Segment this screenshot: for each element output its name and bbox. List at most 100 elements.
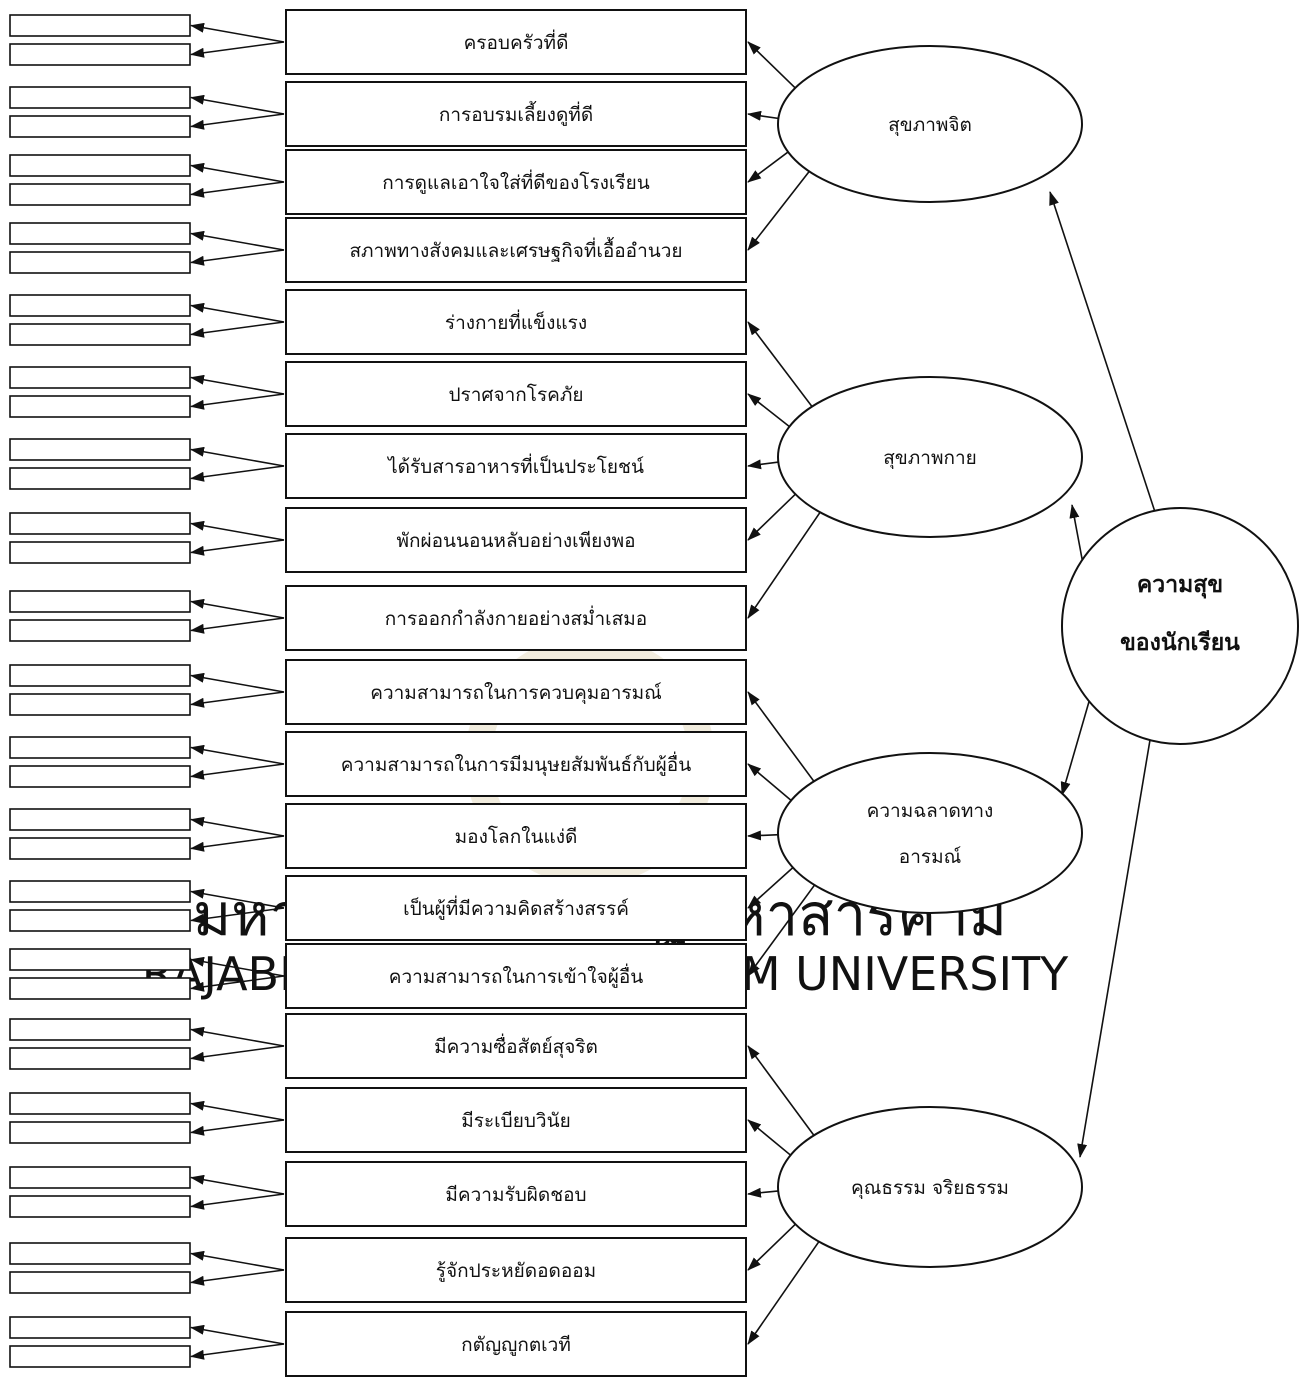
- indicator-box: [285, 659, 747, 725]
- error-box: [9, 14, 191, 37]
- indicator-to-error-arrow: [190, 302, 285, 323]
- diagram-links: [190, 22, 1156, 1360]
- indicator-label: มีความซื่อสัตย์สุจริต: [434, 1033, 598, 1059]
- indicator-label: เป็นผู้ที่มีความคิดสร้างสรรค์: [403, 895, 629, 920]
- error-box: [9, 590, 191, 613]
- indicator-label: ครอบครัวที่ดี: [464, 29, 569, 54]
- indicator-to-error-arrow: [190, 465, 285, 482]
- indicator-to-error-arrow: [190, 22, 285, 43]
- root-to-factor-arrow: [1077, 739, 1151, 1158]
- indicator-box: [285, 585, 747, 651]
- error-box: [9, 808, 191, 831]
- factor-label: ความฉลาดทาง: [867, 800, 994, 822]
- factor-ellipse: [777, 752, 1083, 914]
- indicator-to-error-arrow: [190, 617, 285, 634]
- indicator-box: [285, 731, 747, 797]
- factor-to-indicator-arrow: [747, 1234, 825, 1345]
- error-box: [9, 251, 191, 274]
- indicator-to-error-arrow: [190, 181, 285, 198]
- indicator-box: [285, 507, 747, 573]
- error-box: [9, 880, 191, 903]
- error-box: [9, 395, 191, 418]
- factor-to-indicator-arrow: [747, 1045, 820, 1143]
- error-box: [9, 467, 191, 490]
- indicator-label: มีระเบียบวินัย: [461, 1110, 570, 1132]
- indicator-label: พักผ่อนนอนหลับอย่างเพียงพอ: [396, 530, 635, 552]
- indicator-to-error-arrow: [190, 230, 285, 251]
- factor-to-indicator-arrow: [747, 691, 820, 789]
- indicator-label: การออกกำลังกายอย่างสม่ำเสมอ: [385, 605, 647, 630]
- error-box: [9, 294, 191, 317]
- factor-to-indicator-arrow: [747, 877, 821, 977]
- error-box: [9, 1166, 191, 1189]
- factor-ellipse: [777, 376, 1083, 538]
- factor-to-indicator-arrow: [747, 321, 818, 414]
- error-box: [9, 1195, 191, 1218]
- error-box: [9, 1345, 191, 1368]
- factor-label: อารมณ์: [899, 846, 961, 868]
- indicator-box: [285, 217, 747, 283]
- factor-to-indicator-arrow: [747, 1216, 804, 1271]
- indicator-to-error-arrow: [190, 975, 285, 992]
- indicator-box: [285, 1161, 747, 1227]
- indicator-to-error-arrow: [190, 374, 285, 395]
- error-box: [9, 909, 191, 932]
- indicator-label: ร่างกายที่แข็งแรง: [445, 309, 587, 334]
- indicator-label: การดูแลเอาใจใส่ที่ดีของโรงเรียน: [382, 169, 650, 194]
- factor-to-indicator-arrow: [747, 164, 816, 251]
- error-box: [9, 43, 191, 66]
- indicator-to-error-arrow: [190, 539, 285, 556]
- error-box: [9, 664, 191, 687]
- error-box: [9, 541, 191, 564]
- error-box: [9, 837, 191, 860]
- indicator-to-error-arrow: [190, 1026, 285, 1047]
- indicator-to-error-arrow: [190, 1193, 285, 1210]
- indicator-label: กตัญญูกตเวที: [461, 1334, 571, 1356]
- indicator-to-error-arrow: [190, 520, 285, 541]
- indicator-box: [285, 1013, 747, 1079]
- indicator-to-error-arrow: [190, 393, 285, 410]
- diagram-nodes: ครอบครัวที่ดีการอบรมเลี้ยงดูที่ดีการดูแล…: [9, 9, 1299, 1377]
- indicator-box: [285, 803, 747, 869]
- factor-to-indicator-arrow: [747, 486, 804, 541]
- indicator-to-error-arrow: [190, 1250, 285, 1271]
- indicator-label: ความสามารถในการมีมนุษยสัมพันธ์กับผู้อื่น: [341, 751, 691, 777]
- indicator-to-error-arrow: [190, 1100, 285, 1121]
- indicator-to-error-arrow: [190, 446, 285, 467]
- indicator-to-error-arrow: [190, 816, 285, 837]
- indicator-to-error-arrow: [190, 249, 285, 266]
- indicator-to-error-arrow: [190, 691, 285, 708]
- error-box: [9, 1271, 191, 1294]
- indicator-box: [285, 1237, 747, 1303]
- root-to-factor-arrow: [1049, 191, 1156, 513]
- error-box: [9, 948, 191, 971]
- indicator-to-error-arrow: [190, 1343, 285, 1360]
- indicator-label: สภาพทางสังคมและเศรษฐกิจที่เอื้ออำนวย: [349, 237, 682, 262]
- indicator-to-error-arrow: [190, 162, 285, 183]
- indicator-to-error-arrow: [190, 835, 285, 852]
- error-box: [9, 323, 191, 346]
- factor-to-indicator-arrow: [747, 505, 826, 619]
- root-to-factor-arrow: [1060, 701, 1090, 796]
- factor-to-indicator-arrow: [747, 860, 802, 909]
- indicator-box: [285, 943, 747, 1009]
- indicator-to-error-arrow: [190, 113, 285, 130]
- factor-ellipse: [777, 1106, 1083, 1268]
- error-box: [9, 1018, 191, 1041]
- error-box: [9, 693, 191, 716]
- error-box: [9, 1121, 191, 1144]
- indicator-box: [285, 81, 747, 147]
- error-box: [9, 736, 191, 759]
- indicator-label: มีความรับผิดชอบ: [445, 1184, 586, 1206]
- error-box: [9, 1047, 191, 1070]
- indicator-to-error-arrow: [190, 907, 285, 924]
- indicator-box: [285, 433, 747, 499]
- error-box: [9, 438, 191, 461]
- indicator-to-error-arrow: [190, 1119, 285, 1136]
- indicator-to-error-arrow: [190, 1174, 285, 1195]
- indicator-to-error-arrow: [190, 1269, 285, 1286]
- indicator-to-error-arrow: [190, 956, 285, 977]
- indicator-box: [285, 875, 747, 941]
- error-box: [9, 366, 191, 389]
